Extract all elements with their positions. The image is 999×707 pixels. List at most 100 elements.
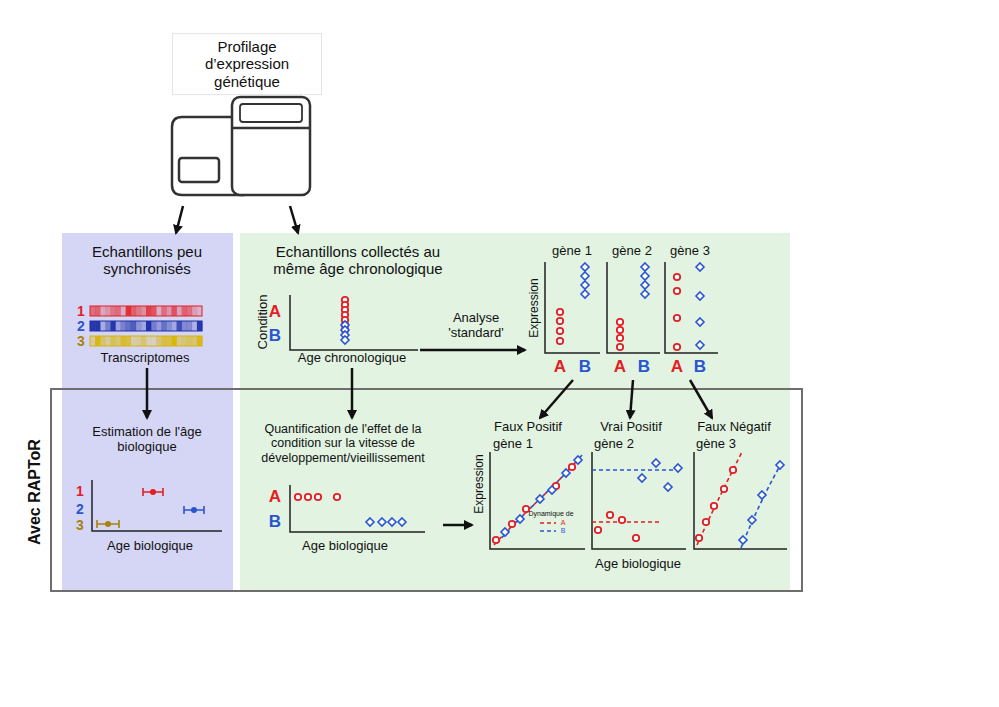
heading: Profilage d’expression génétique (172, 33, 322, 95)
condition-letter: A (614, 357, 626, 377)
condition-letter: A (269, 487, 281, 507)
data-circle (305, 494, 311, 500)
expression-cell (110, 336, 115, 346)
arrow-connector (351, 368, 354, 418)
data-circle (730, 467, 736, 473)
expression-cell (141, 336, 146, 346)
expression-cell (177, 306, 182, 316)
plot-title: gène 1 (552, 244, 592, 259)
expression-cell (156, 336, 161, 346)
data-circle (674, 274, 680, 280)
expression-cell (105, 321, 110, 331)
data-points (90, 263, 784, 544)
age-estimate (105, 521, 111, 527)
condition-letter: B (638, 357, 650, 377)
expression-cell (100, 321, 105, 331)
expression-cell (126, 321, 131, 331)
expression-cell (136, 336, 141, 346)
data-circle (595, 527, 601, 533)
plot-block: gène 2 (605, 243, 662, 380)
expression-cell (141, 306, 146, 316)
expression-cell (90, 306, 95, 316)
arrow-connector (443, 524, 472, 527)
data-circle (334, 494, 340, 500)
data-diamond (501, 528, 509, 536)
data-diamond (581, 263, 589, 271)
data-circle (703, 519, 709, 525)
expression-cell (161, 321, 166, 331)
data-circle (711, 503, 717, 509)
expression-cell (110, 306, 115, 316)
expression-cell (146, 336, 151, 346)
data-diamond (516, 515, 524, 523)
expression-cell (197, 306, 202, 316)
expression-cell (115, 336, 120, 346)
sample-number: 1 (77, 303, 85, 319)
expression-cell (100, 306, 105, 316)
data-diamond (581, 281, 589, 289)
expression-cell (131, 306, 136, 316)
axis-title: Condition (256, 295, 271, 350)
expression-cell (121, 336, 126, 346)
expression-cell (182, 336, 187, 346)
legend-title: Dynamique de (528, 510, 573, 518)
transcriptome-bar (90, 306, 202, 316)
data-diamond (341, 336, 349, 344)
expression-cell (187, 321, 192, 331)
arrow-connector (690, 380, 712, 418)
expression-cell (136, 321, 141, 331)
expression-cell (105, 306, 110, 316)
sample-number: 2 (76, 501, 84, 517)
data-diamond (674, 464, 682, 472)
data-circle (557, 309, 563, 315)
data-diamond (641, 290, 649, 298)
expression-cell (146, 306, 151, 316)
data-circle (619, 517, 625, 523)
arrow-connector (290, 206, 298, 233)
caption: Transcriptomes (100, 351, 189, 366)
data-circle (557, 338, 563, 344)
sequencer-machine (172, 97, 310, 195)
data-diamond (696, 263, 704, 271)
data-diamond (664, 483, 672, 491)
data-diamond (696, 292, 704, 300)
expression-cell (95, 321, 100, 331)
data-circle (509, 521, 515, 527)
data-diamond (696, 341, 704, 349)
data-diamond (748, 516, 756, 524)
data-diamond (366, 518, 374, 526)
axis-title: Age biologique (302, 539, 388, 554)
axis-title: Age chronologique (298, 351, 406, 366)
expression-cell (177, 321, 182, 331)
data-diamond (641, 272, 649, 280)
expression-cell (126, 306, 131, 316)
error-bar (184, 506, 204, 514)
expression-cell (197, 336, 202, 346)
expression-cell (115, 306, 120, 316)
expression-cell (105, 336, 110, 346)
condition-letter: B (579, 357, 591, 377)
data-circle (617, 319, 623, 325)
expression-cell (171, 321, 176, 331)
error-bar (143, 488, 163, 496)
data-diamond (581, 290, 589, 298)
expression-cell (121, 321, 126, 331)
data-circle (523, 506, 529, 512)
data-circle (557, 318, 563, 324)
data-circle (315, 494, 321, 500)
axis-title: Age biologique (595, 557, 681, 572)
expression-cell (110, 321, 115, 331)
group-title: Avec RAPToR (26, 439, 44, 545)
plot-title: gène 2 (612, 244, 652, 259)
panel-title: Echantillons collectés au même âge chron… (253, 243, 463, 278)
plot-title: gène 3 (696, 437, 736, 452)
expression-cell (95, 336, 100, 346)
expression-cell (90, 336, 95, 346)
expression-cell (151, 336, 156, 346)
expression-cell (131, 321, 136, 331)
expression-cell (187, 306, 192, 316)
transcriptome-bar (90, 321, 202, 331)
plot-axes (92, 262, 787, 549)
expression-cell (161, 306, 166, 316)
expression-cell (192, 321, 197, 331)
